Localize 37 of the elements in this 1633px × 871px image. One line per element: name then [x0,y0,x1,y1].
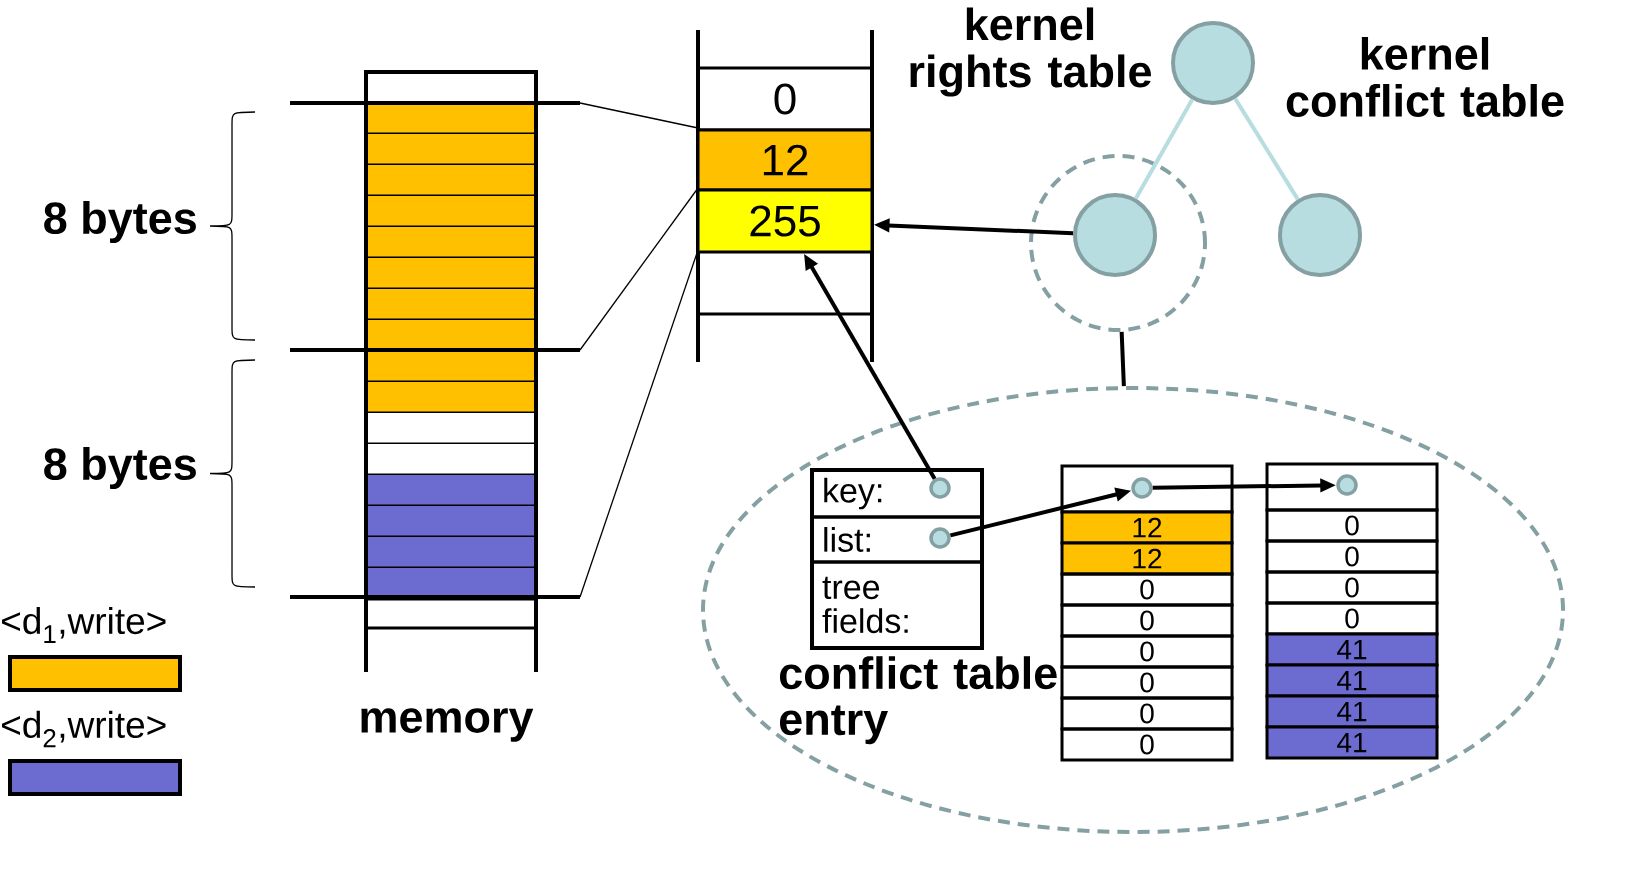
table-cell: 12 [696,128,874,192]
list-cell: 41 [1265,632,1439,667]
brace-label: 8 bytes [44,201,196,243]
tree-node-circle [1171,21,1255,105]
column-title: memory [361,708,534,742]
legend-label: <d$_{1}$,write> [2,607,166,644]
connector-line [1119,331,1126,387]
list-cell: 41 [1265,663,1439,698]
list-cell: 12 [1060,510,1234,545]
connector-line [1134,98,1194,200]
list-cell: 0 [1060,634,1234,669]
list-cell: 0 [1060,603,1234,638]
list-cell: 41 [1265,694,1439,729]
entry-row: tree fields: [810,560,984,650]
table-title: kernel conflict table [1286,37,1564,118]
tree-node-circle [1073,193,1157,277]
table-title: kernel rights table [910,7,1151,97]
pointer-dot [929,477,951,499]
legend-label: <d$_{2}$,write> [2,710,166,748]
pointer-dot [1131,477,1153,499]
entry-row: key: [810,468,984,519]
list-cell: 0 [1265,570,1439,605]
pointer-dot [929,527,951,549]
connector-line [1233,97,1300,201]
brace-label: 8 bytes [44,447,196,489]
list-cell: 0 [1060,727,1234,762]
table-cell: 255 [696,188,874,254]
tree-node-circle [1278,193,1362,277]
list-cell: 0 [1060,665,1234,700]
list-cell: 0 [1060,572,1234,607]
list-cell: 12 [1060,541,1234,576]
list-cell: 0 [1060,696,1234,731]
list-cell: 0 [1265,539,1439,574]
pointer-dot [1336,474,1358,496]
list-cell: 0 [1265,508,1439,543]
entry-row: list: [810,515,984,564]
list-cell: 41 [1265,725,1439,760]
